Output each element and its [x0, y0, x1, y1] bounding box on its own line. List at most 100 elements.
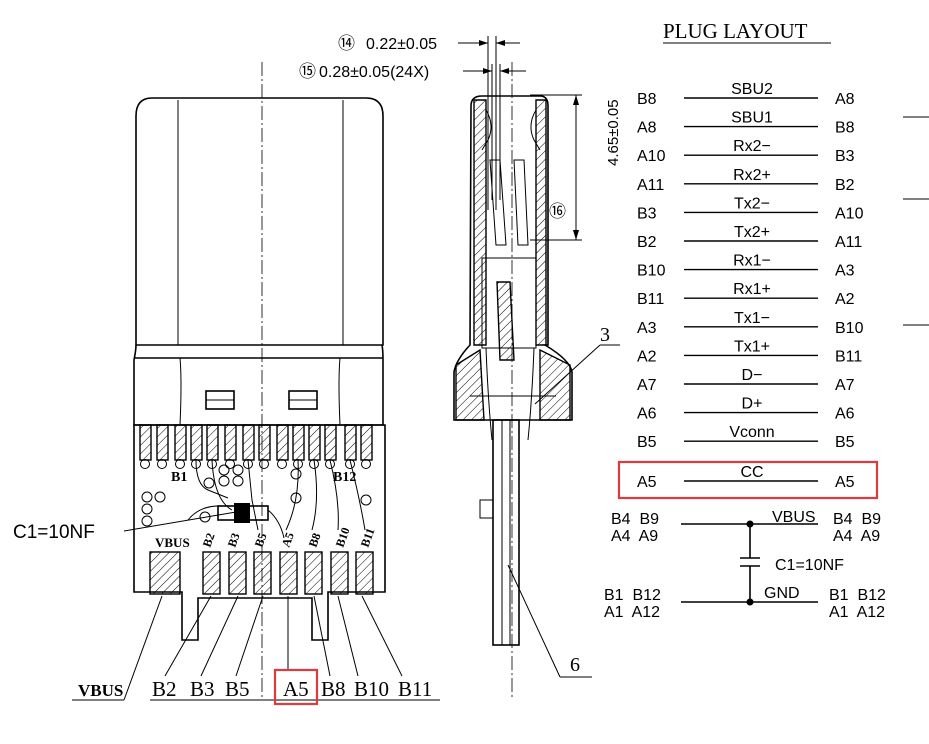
bottom-label: B10: [354, 677, 389, 701]
contact-finger: [360, 424, 373, 461]
solder-pad: [304, 551, 323, 595]
finger-via: [225, 459, 235, 469]
gnd-left-top: B1 B12: [604, 587, 661, 604]
pad-label: B2: [200, 531, 218, 549]
vbus-left-bottom: A4 A9: [611, 528, 658, 545]
callout-3: 3: [600, 324, 610, 346]
pin-left: A7: [637, 377, 657, 394]
gnd-label: GND: [764, 585, 800, 602]
contact-finger: [206, 424, 219, 461]
vias: [141, 464, 372, 527]
side-board-tail: [492, 419, 520, 646]
signal-name: SBU2: [731, 81, 773, 98]
side-hatch-left: [473, 99, 487, 346]
finger-via: [243, 459, 253, 469]
bottom-label: B8: [321, 677, 346, 701]
dim-15-text: 0.28±0.05(24X): [319, 64, 429, 81]
cc-highlight: [617, 460, 879, 500]
pin-left: A8: [637, 120, 657, 137]
bottom-label: B5: [225, 677, 250, 701]
pin-left: B2: [637, 234, 657, 251]
pin-right: B3: [835, 148, 855, 165]
dim-14-text: 0.22±0.05: [366, 36, 437, 53]
signal-name: Rx2−: [733, 138, 771, 155]
vbus-label: VBUS: [772, 509, 816, 526]
vbus-right-top: B4 B9: [833, 511, 881, 528]
side-view: ⑭ 0.22±0.05 ⑮ 0.28±0.05(24X) 4.65±0.05 ⑯: [299, 34, 622, 700]
finger-via: [259, 459, 269, 469]
vbus-left-top: B4 B9: [611, 511, 659, 528]
pin-right: A6: [835, 406, 855, 423]
contact-finger: [156, 424, 169, 461]
finger-via: [207, 459, 217, 469]
signal-name: Tx2−: [734, 195, 770, 212]
pin-right: A2: [835, 291, 855, 308]
bottom-label: B11: [398, 677, 432, 701]
board-label-b1: B1: [171, 470, 187, 485]
solder-pad: [355, 551, 374, 595]
pad-label: B11: [358, 526, 378, 549]
pin-right: A7: [835, 377, 855, 394]
pin-left: B10: [637, 263, 666, 280]
pad-label: B5: [252, 531, 270, 549]
finger-via: [309, 459, 319, 469]
contact-finger: [190, 424, 203, 461]
pin-right: B10: [835, 320, 864, 337]
dim-16-number: ⑯: [549, 202, 566, 221]
dim-16-text: 4.65±0.05: [605, 99, 622, 166]
gnd-right-bottom: A1 A12: [829, 604, 885, 621]
pad-label: B8: [306, 531, 324, 549]
signal-name: Tx1+: [734, 338, 770, 355]
pin-left: B3: [637, 205, 657, 222]
side-shell: [453, 95, 573, 421]
pin-right: B2: [835, 177, 855, 194]
contact-finger: [276, 424, 289, 461]
contact-finger: [139, 424, 152, 461]
pin-right: A5: [835, 474, 855, 491]
leader-lines: [72, 595, 440, 701]
finger-via: [325, 459, 335, 469]
signal-name: Rx1+: [733, 281, 771, 298]
pin-row: A7D−A7: [637, 367, 855, 394]
plug-shell: [135, 97, 384, 346]
side-contact: [496, 281, 515, 361]
gnd-left-bottom: A1 A12: [604, 604, 660, 621]
signal-name: Tx1−: [734, 310, 770, 327]
pin-right: A8: [835, 91, 855, 108]
pin-left: A10: [637, 148, 666, 165]
board-label-b12: B12: [333, 470, 356, 485]
finger-via: [140, 459, 150, 469]
contact-finger: [224, 424, 237, 461]
signal-name: Rx2+: [733, 167, 771, 184]
finger-via: [277, 459, 287, 469]
pin-left: A11: [637, 177, 664, 194]
solder-pad: [330, 551, 349, 595]
pad-label: B10: [333, 525, 353, 549]
plug-layout-title: PLUG LAYOUT: [663, 19, 808, 43]
board-label-vbus: VBUS: [155, 535, 190, 550]
signal-name: CC: [740, 464, 763, 481]
pin-right: B5: [835, 434, 855, 451]
pin-row: A6D+A6: [637, 396, 855, 423]
pad-label: B3: [225, 531, 243, 549]
solder-pad: [279, 551, 298, 595]
finger-via: [345, 459, 355, 469]
signal-name: Tx2+: [734, 224, 770, 241]
solder-pad: [202, 551, 221, 595]
contact-finger: [292, 424, 305, 461]
signal-name: Rx1−: [733, 253, 771, 270]
finger-via: [175, 459, 185, 469]
pin-left: B8: [637, 91, 657, 108]
pin-right: B11: [835, 348, 862, 365]
